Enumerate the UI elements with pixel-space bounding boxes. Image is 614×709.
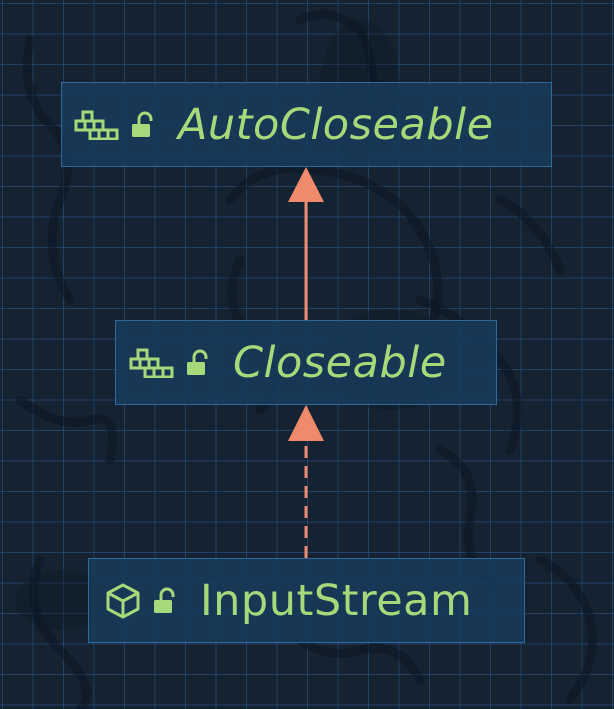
public-lock-open-icon: [152, 587, 178, 615]
node-label: Closeable: [233, 337, 447, 388]
implements-edge-arrowhead: [288, 405, 324, 441]
public-lock-open-icon: [185, 349, 211, 377]
public-lock-open-icon: [130, 111, 156, 139]
node-label: AutoCloseable: [178, 99, 494, 150]
node-label: InputStream: [200, 575, 473, 626]
class-cube-icon: [104, 582, 142, 620]
extends-edge-arrowhead: [288, 167, 324, 202]
node-autocloseable[interactable]: AutoCloseable: [61, 82, 552, 167]
interface-icon: [74, 110, 120, 140]
node-inputstream[interactable]: InputStream: [88, 558, 525, 643]
node-closeable[interactable]: Closeable: [115, 320, 497, 405]
interface-icon: [129, 348, 175, 378]
